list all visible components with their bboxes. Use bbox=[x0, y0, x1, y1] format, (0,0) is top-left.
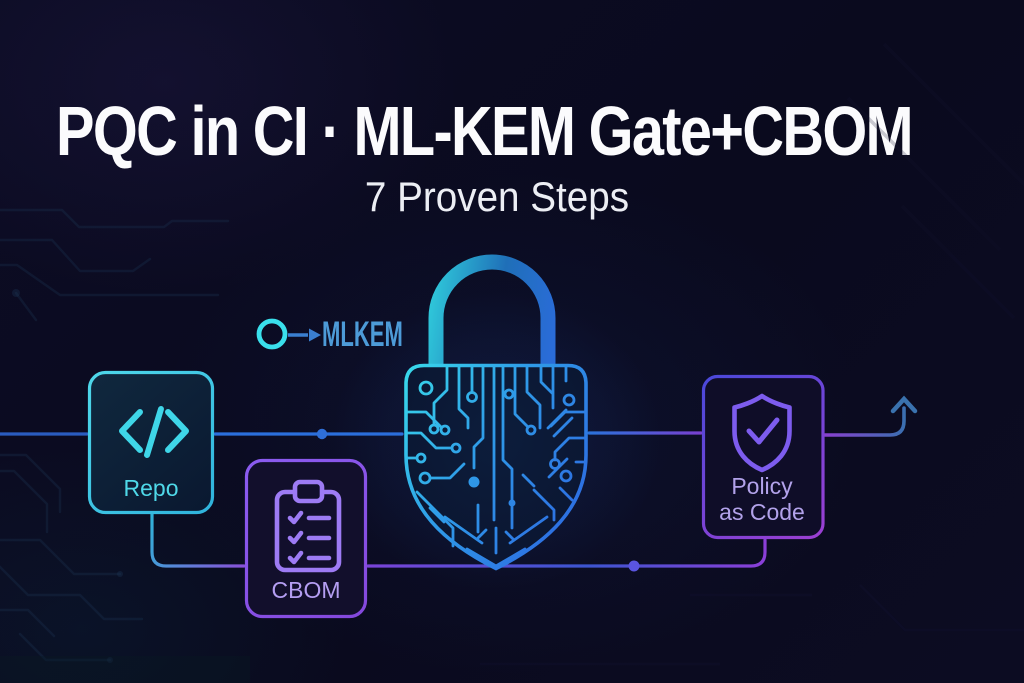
svg-text:as Code: as Code bbox=[719, 499, 805, 525]
svg-text:Policy: Policy bbox=[731, 473, 793, 499]
svg-text:MLKEM: MLKEM bbox=[322, 316, 403, 354]
svg-text:CBOM: CBOM bbox=[272, 577, 341, 603]
svg-text:Repo: Repo bbox=[124, 475, 179, 501]
